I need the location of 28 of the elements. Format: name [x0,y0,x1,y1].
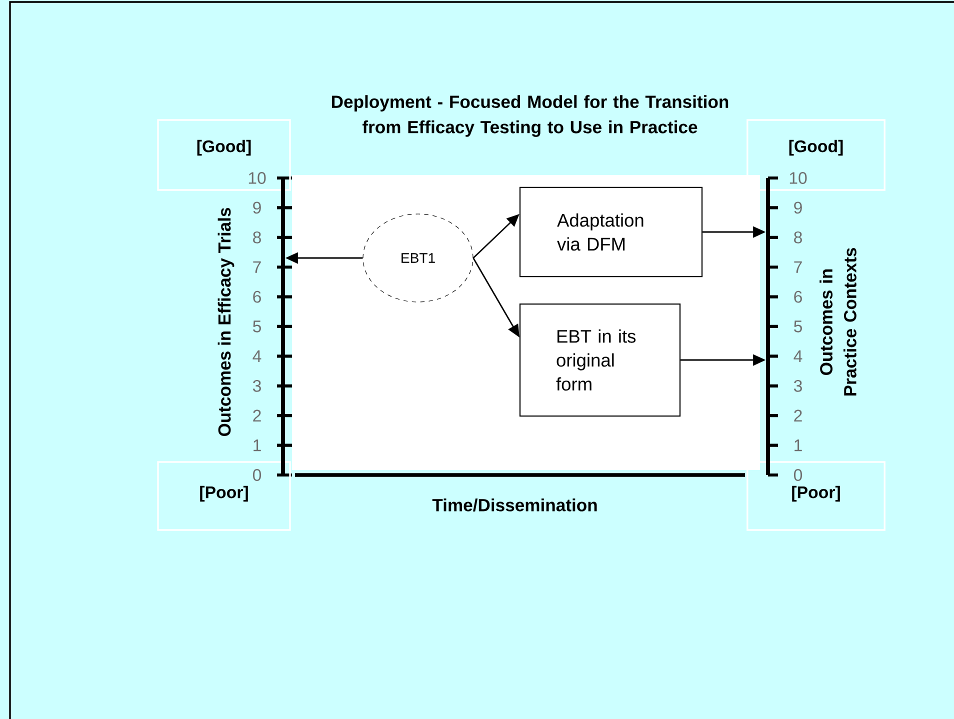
tick-label: 0 [794,469,802,481]
tick-label: 5 [794,320,802,332]
tick-label: 3 [794,380,802,392]
tick-label: 9 [253,202,261,214]
axis-title: Outcomes in Efficacy Trials [218,208,234,436]
axis-title: Time/Dissemination [432,498,597,512]
tick-label: 2 [794,410,802,422]
tick-label: 8 [253,231,261,244]
tick-label: 10 [790,172,807,184]
tick-label: 6 [253,290,261,303]
tick-label: 4 [252,350,262,362]
tick-label: 7 [253,261,261,273]
process-box: EBT in its original form [519,303,681,417]
axis-title: Outcomes in Practice Contexts [820,248,856,396]
tick-label: 9 [794,202,802,214]
tick-label: 3 [252,380,261,392]
tick-label: 7 [794,261,802,273]
tick-label: 1 [254,440,261,452]
title: Deployment - Focused Model for the Transition from Efficacy Testing to Use in Practice [332,95,728,137]
tick-label: 5 [253,320,261,332]
tick-label: 2 [253,410,261,422]
tick-label: 1 [794,440,802,452]
process-box: Adaptation via DFM [519,186,703,278]
tick-label: 10 [248,172,266,184]
tick-label: 6 [794,290,802,303]
tick-label: 0 [252,469,262,481]
tick-label: 4 [794,350,802,362]
tick-label: 8 [794,231,802,244]
